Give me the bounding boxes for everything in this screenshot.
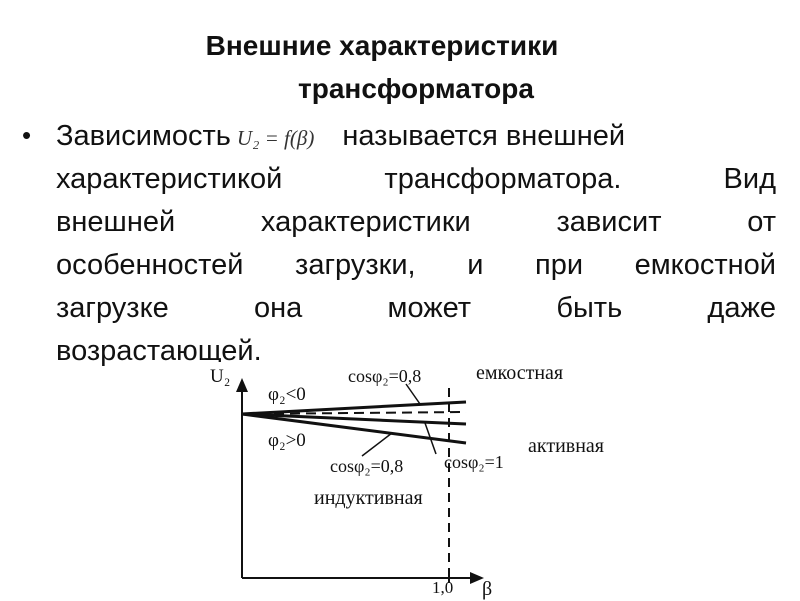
paragraph-word: особенностей [56,249,244,281]
formula-u2-f-beta: U₂ = f(β) [236,126,315,150]
paragraph-word: Зависимость [56,120,231,152]
bullet-marker: • [22,120,32,150]
paragraph-line-2: характеристикой трансформатора. Вид [56,158,776,201]
paragraph-word: трансформатора. [384,163,622,195]
cos-bottom-label: cosφ₂=0,8 [330,456,404,476]
paragraph-line-5: загрузке она может быть даже [56,287,776,330]
paragraph-line-3: внешней характеристики зависит от [56,201,776,244]
y-axis-label: U₂ [210,366,231,387]
slide-title-line2: трансформатора [298,73,534,104]
cos-top-label: cosφ₂=0,8 [348,366,422,386]
paragraph-word: даже [707,292,776,324]
active-curve [241,412,467,426]
x-tick-label: 1,0 [432,578,454,597]
y-axis-arrow [236,378,248,392]
paragraph-word: загрузке [56,292,169,324]
paragraph-word: от [747,206,776,238]
no-load-dashed-line [241,411,467,415]
x-axis-arrow [470,572,484,584]
paragraph-word: характеристики [260,206,471,238]
paragraph-word: зависит [556,206,662,238]
inductive-curve [241,412,467,445]
paragraph-word: Вид [723,163,776,195]
diagram-backdrop [208,362,476,600]
phi-negative-label: φ₂<0 [268,384,306,405]
phi-positive-label: φ₂>0 [268,430,306,451]
slide-title-line1: Внешние характеристики [205,30,559,61]
paragraph-word: быть [556,292,623,324]
leader-cos-bottom [361,432,393,457]
paragraph-line-6: возрастающей. [56,335,262,367]
paragraph-word: емкостной [634,249,776,281]
capacitive-label: емкостная [476,362,564,384]
paragraph-line-4: особенностей загрузки, и при емкостной [56,244,776,287]
capacitive-curve [241,400,467,416]
paragraph-word: она [253,292,303,324]
paragraph-word: и [467,249,484,281]
active-label: активная [528,435,604,457]
paragraph-word: характеристикой [56,163,283,195]
paragraph-word: загрузки, [295,249,416,281]
paragraph-word: при [534,249,584,281]
paragraph-word: может [387,292,472,324]
paragraph-word: внешней [56,206,176,238]
inductive-label: индуктивная [314,487,423,509]
paragraph-word: называется внешней [342,120,626,152]
x-axis-label: β [482,578,493,600]
cos-one-label: cosφ₂=1 [444,452,504,472]
leader-cos-one [424,422,437,455]
leader-cos-top [405,383,421,405]
